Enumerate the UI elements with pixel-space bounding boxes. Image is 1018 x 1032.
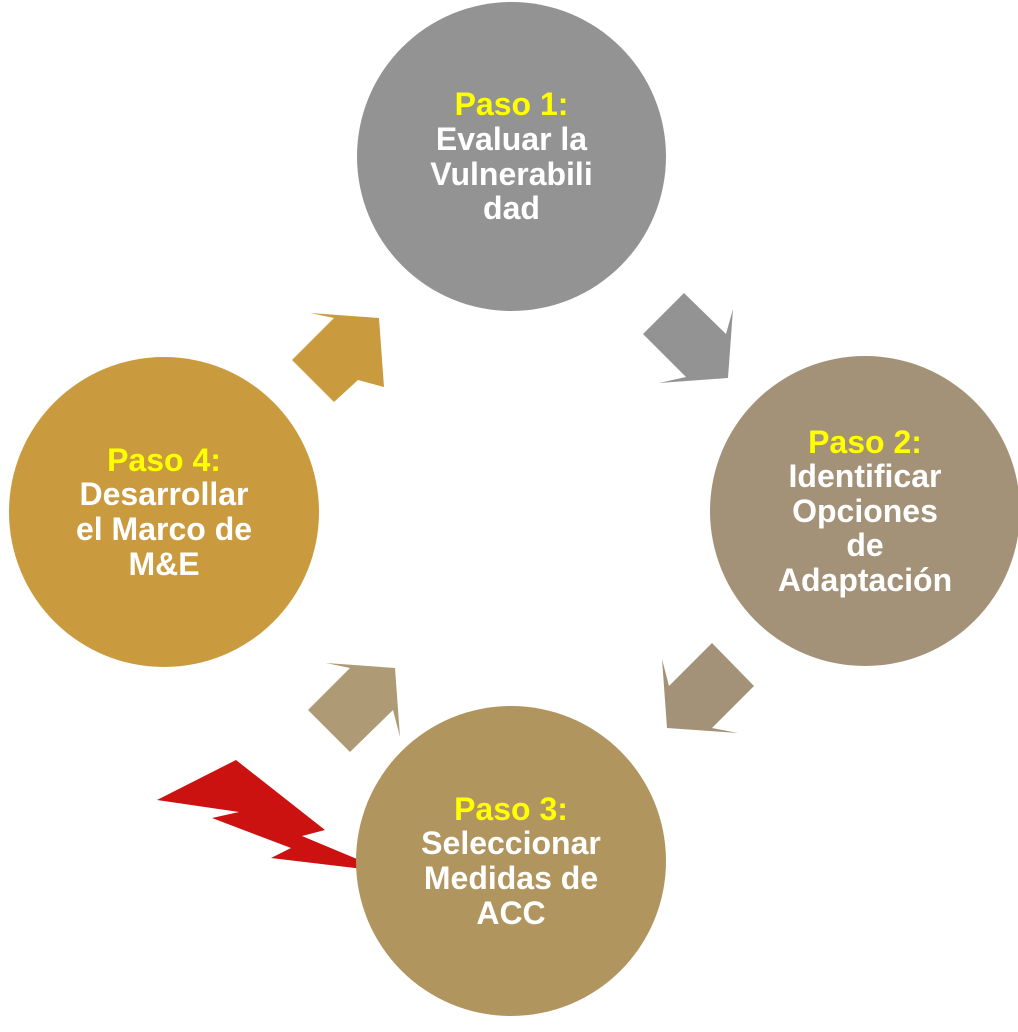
step-3-text: Seleccionar Medidas de ACC (421, 825, 601, 931)
step-3-number: Paso 3: (454, 790, 568, 827)
step-2-circle: Paso 2:Identificar Opciones de Adaptació… (710, 356, 1018, 666)
lightning-bolt-icon (157, 760, 388, 872)
arrow-step2-to-step3-icon (662, 643, 754, 733)
arrow-step4-to-step1-icon (292, 313, 384, 402)
step-4-number: Paso 4: (107, 441, 221, 478)
step-1-text: Evaluar la Vulnerabili dad (430, 120, 593, 227)
step-4-circle: Paso 4:Desarrollar el Marco de M&E (9, 357, 319, 667)
step-3-circle: Paso 3:Seleccionar Medidas de ACC (356, 706, 666, 1016)
step-1-number: Paso 1: (454, 86, 569, 123)
step-1-circle: Paso 1:Evaluar la Vulnerabili dad (357, 2, 666, 311)
step-2-text: Identificar Opciones de Adaptación (777, 458, 953, 598)
step-2-number: Paso 2: (808, 423, 922, 460)
arrow-step3-to-step4-icon (308, 663, 400, 752)
step-4-text: Desarrollar el Marco de M&E (75, 476, 253, 582)
arrow-step1-to-step2-icon (643, 293, 733, 383)
